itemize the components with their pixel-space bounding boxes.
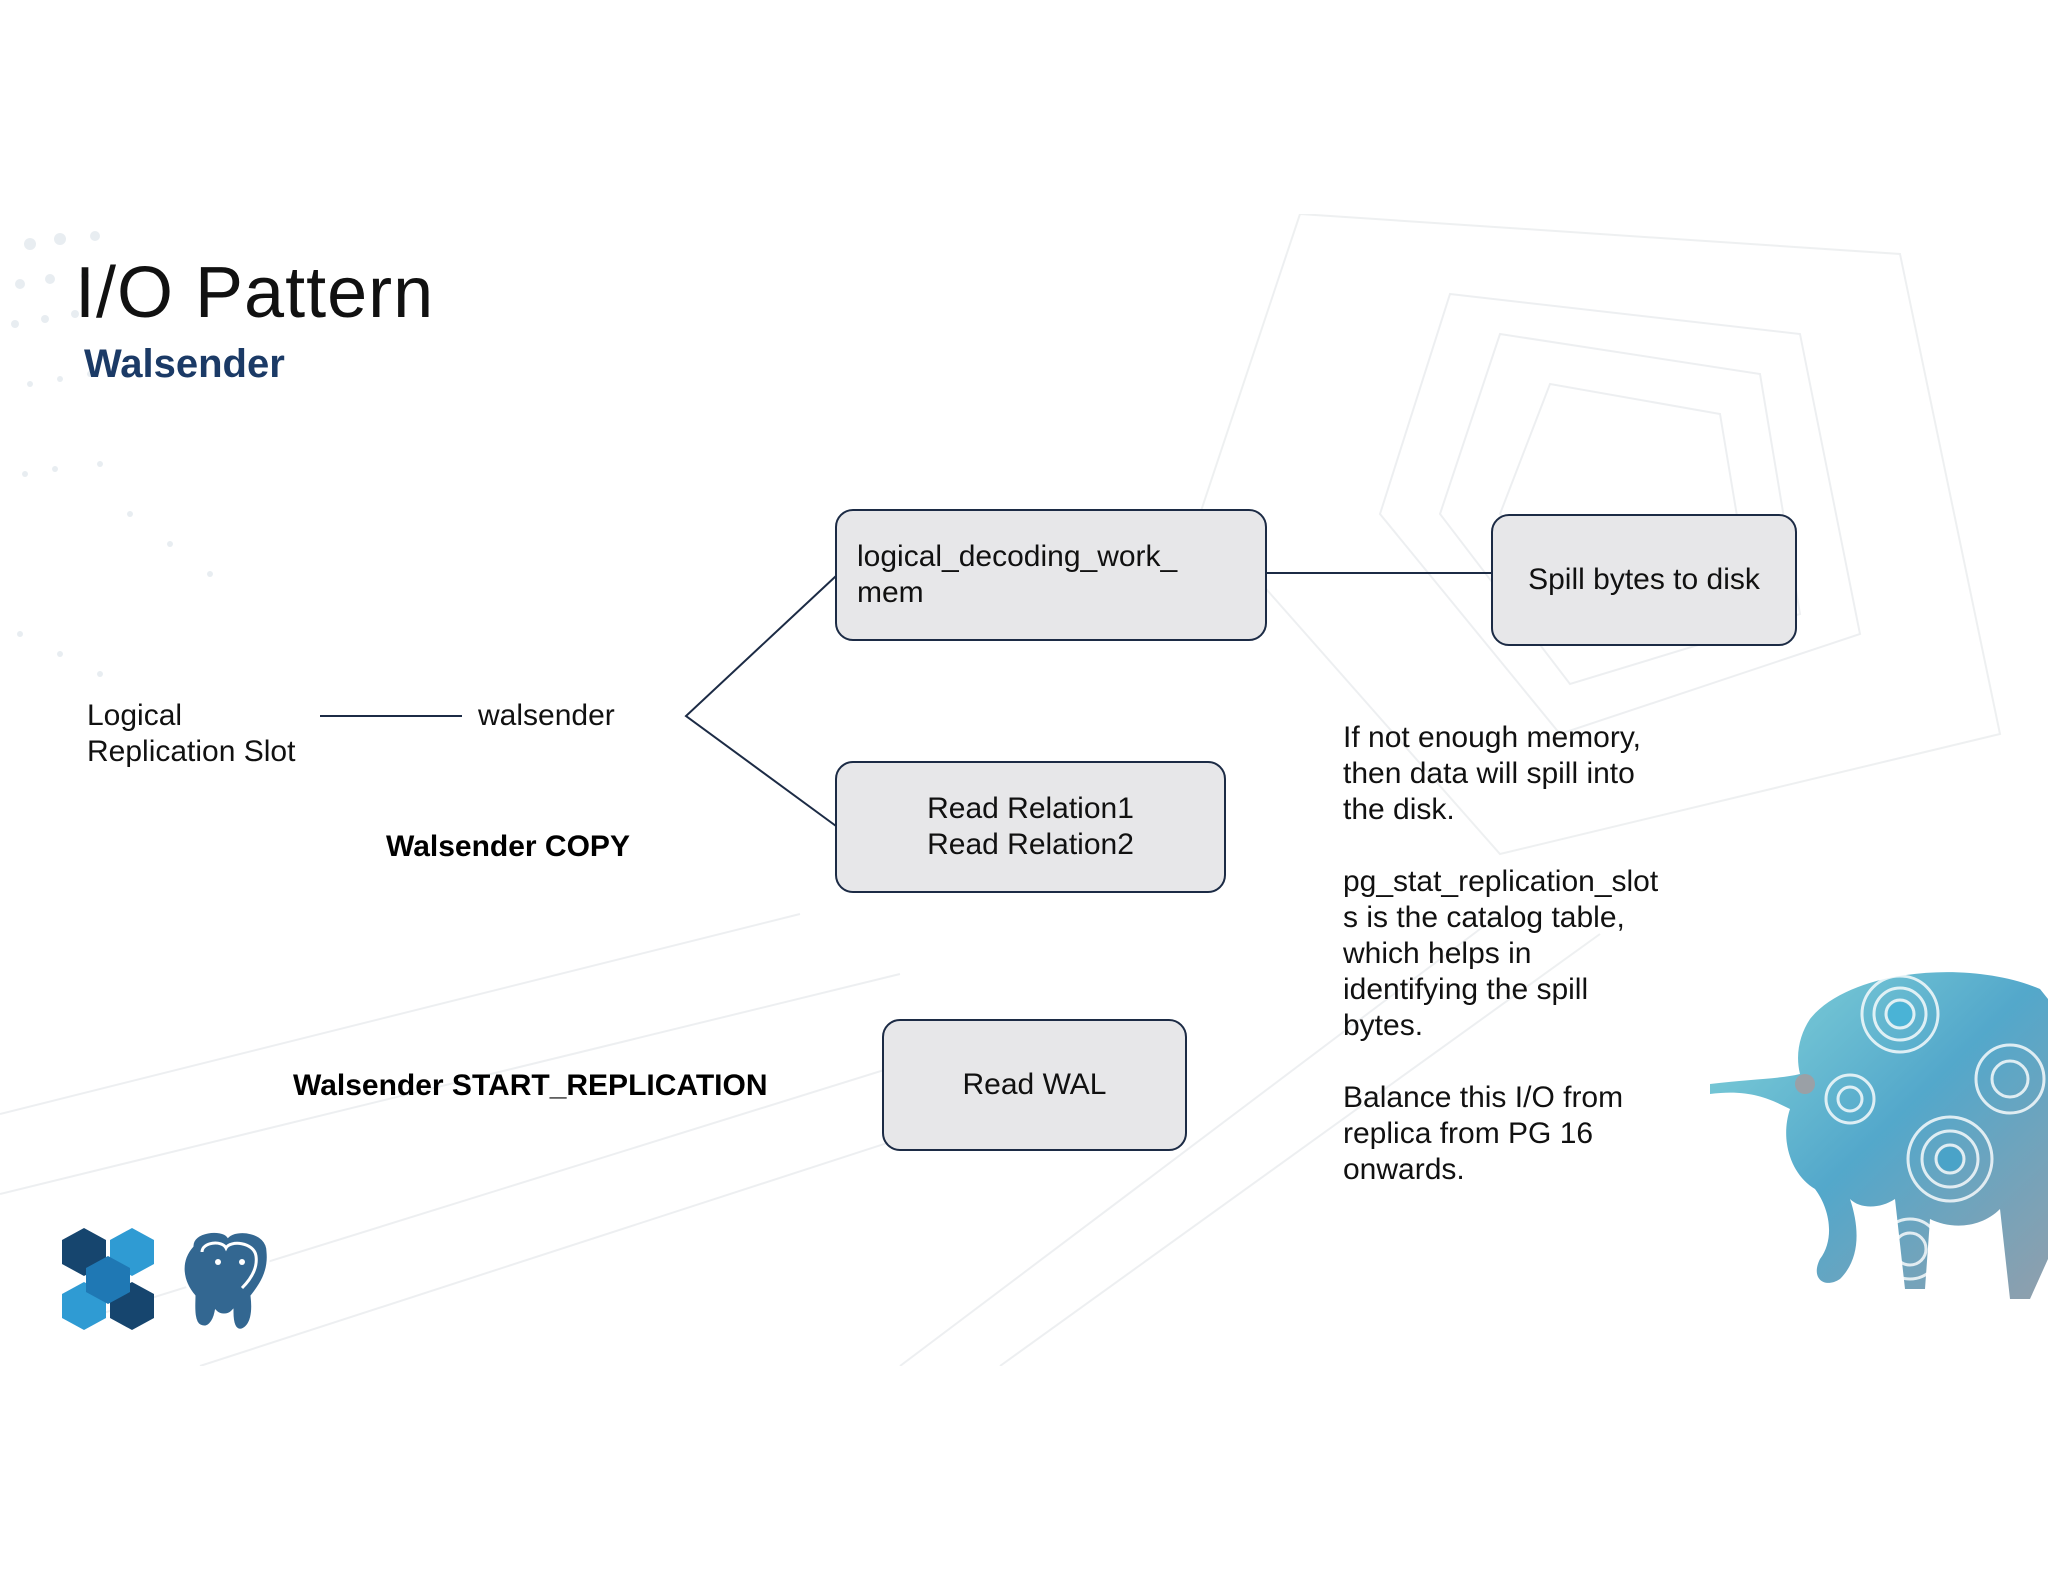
logical-decoding-work-mem-box: logical_decoding_work_ mem (835, 509, 1267, 641)
note-paragraph-3: Balance this I/O from replica from PG 16… (1343, 1080, 1703, 1188)
read-relations-box: Read Relation1 Read Relation2 (835, 761, 1226, 893)
slot-label-line-2: Replication Slot (87, 735, 296, 768)
hexagon-cluster-logo-icon (62, 1228, 154, 1330)
read-wal-label: Read WAL (962, 1068, 1107, 1101)
postgres-elephant-logo-icon (181, 1229, 270, 1332)
note-3-line-2: replica from PG 16 (1343, 1117, 1594, 1150)
note-paragraph-1: If not enough memory, then data will spi… (1343, 720, 1703, 828)
note-2-line-1: pg_stat_replication_slot (1343, 865, 1659, 898)
note-3-line-1: Balance this I/O from (1343, 1081, 1624, 1114)
logical-replication-slot-label: Logical Replication Slot (87, 698, 295, 770)
slide: I/O Pattern Walsender Logical Replicatio… (0, 214, 2048, 1366)
note-2-line-2: s is the catalog table, (1343, 901, 1625, 934)
spill-bytes-label: Spill bytes to disk (1528, 563, 1760, 596)
read-relation-1: Read Relation1 (927, 792, 1134, 825)
spill-bytes-box: Spill bytes to disk (1491, 514, 1797, 646)
read-wal-box: Read WAL (882, 1019, 1187, 1151)
note-2-line-3: which helps in (1343, 937, 1532, 970)
page-subtitle: Walsender (84, 342, 285, 386)
notes-block: If not enough memory, then data will spi… (1343, 720, 1703, 1224)
page-title: I/O Pattern (75, 253, 435, 333)
note-1-line-3: the disk. (1343, 793, 1455, 826)
read-relation-2: Read Relation2 (927, 828, 1134, 861)
note-paragraph-2: pg_stat_replication_slot s is the catalo… (1343, 864, 1703, 1044)
note-2-line-4: identifying the spill (1343, 973, 1589, 1006)
slot-label-line-1: Logical (87, 699, 183, 732)
swirl-elephant-illustration-icon (1710, 972, 2048, 1299)
walsender-start-replication-label: Walsender START_REPLICATION (293, 1069, 768, 1102)
work-mem-line-1: logical_decoding_work_ (857, 540, 1178, 573)
work-mem-line-2: mem (857, 576, 924, 609)
note-2-line-5: bytes. (1343, 1009, 1424, 1042)
note-1-line-1: If not enough memory, (1343, 721, 1641, 754)
note-3-line-3: onwards. (1343, 1153, 1465, 1186)
walsender-branch-connector (684, 575, 837, 827)
walsender-label: walsender (478, 699, 615, 732)
note-1-line-2: then data will spill into (1343, 757, 1635, 790)
walsender-copy-label: Walsender COPY (386, 830, 630, 863)
